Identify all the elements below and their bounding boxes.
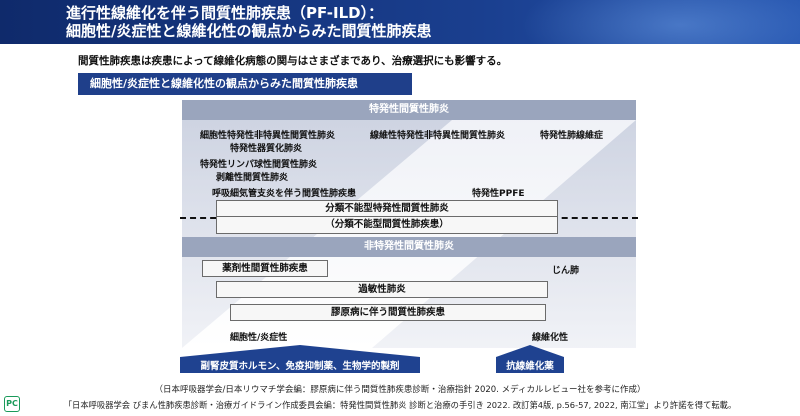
page-title-line1: 進行性線維化を伴う間質性肺疾患（PF-ILD）： [66, 4, 384, 22]
right-treatment-label: 抗線維化薬 [506, 361, 554, 372]
right-treatment-arrow [496, 345, 564, 373]
ipf-label: 特発性肺線維症 [540, 131, 604, 141]
fibrotic-nsip-label: 線維性特発性非特異性間質性肺炎 [370, 131, 506, 141]
treatment-arrows: 副腎皮質ホルモン、免疫抑制薬、生物学的製剤 抗線維化薬 [180, 345, 640, 375]
unclassifiable-idiopathic-box: 分類不能型特発性間質性肺炎 [216, 200, 558, 217]
cellular-nsip-label: 細胞性特発性非特異性間質性肺炎 [200, 131, 336, 141]
page-title-line2: 細胞性/炎症性と線維化性の観点からみた間質性肺疾患 [66, 22, 432, 40]
ppfe-label: 特発性PPFE [472, 189, 525, 199]
page-title: 進行性線維化を伴う間質性肺疾患（PF-ILD）： 細胞性/炎症性と線維化性の観点… [66, 4, 431, 40]
hypersensitivity-pneumonitis-box: 過敏性肺炎 [216, 281, 548, 298]
unclassifiable-ild-box: （分類不能型間質性肺疾患） [216, 217, 558, 234]
citation-permission: 「日本呼吸器学会 びまん性肺疾患診断・治療ガイドライン作成委員会編：特発性間質性… [63, 400, 737, 410]
intro-text: 間質性肺疾患は疾患によって線維化病態の関与はさまざまであり、治療選択にも影響する… [78, 55, 508, 67]
drug-induced-ild-box: 薬剤性間質性肺疾患 [202, 260, 328, 277]
ild-diagram: 特発性間質性肺炎 細胞性特発性非特異性間質性肺炎 線維性特発性非特異性間質性肺炎… [180, 100, 638, 348]
section-label: 細胞性/炎症性と線維化性の観点からみた間質性肺疾患 [78, 73, 412, 95]
dip-label: 剥離性間質性肺炎 [216, 173, 289, 183]
header-banner: 進行性線維化を伴う間質性肺疾患（PF-ILD）： 細胞性/炎症性と線維化性の観点… [0, 0, 800, 44]
axis-label-fibrotic: 線維化性 [532, 333, 569, 343]
header-glow [520, 0, 800, 44]
non-idiopathic-band: 非特発性間質性肺炎 [182, 237, 636, 257]
cop-label: 特発性器質化肺炎 [230, 144, 303, 154]
left-treatment-label: 副腎皮質ホルモン、免疫抑制薬、生物学的製剤 [200, 361, 400, 372]
treatment-arrows-shapes [180, 345, 564, 373]
publisher-logo-icon: PC [4, 396, 20, 412]
rbild-label: 呼吸細気管支炎を伴う間質性肺疾患 [212, 189, 357, 199]
citation-source: （日本呼吸器学会/日本リウマチ学会編：膠原病に伴う間質性肺疾患診断・治療指針 2… [154, 385, 646, 395]
idiopathic-band: 特発性間質性肺炎 [182, 100, 636, 120]
pneumoconiosis-label: じん肺 [552, 266, 580, 276]
lip-label: 特発性リンパ球性間質性肺炎 [200, 160, 318, 170]
ctd-ild-box: 膠原病に伴う間質性肺疾患 [230, 304, 546, 321]
axis-label-cellular: 細胞性/炎症性 [230, 333, 288, 343]
left-treatment-arrow [180, 345, 420, 373]
